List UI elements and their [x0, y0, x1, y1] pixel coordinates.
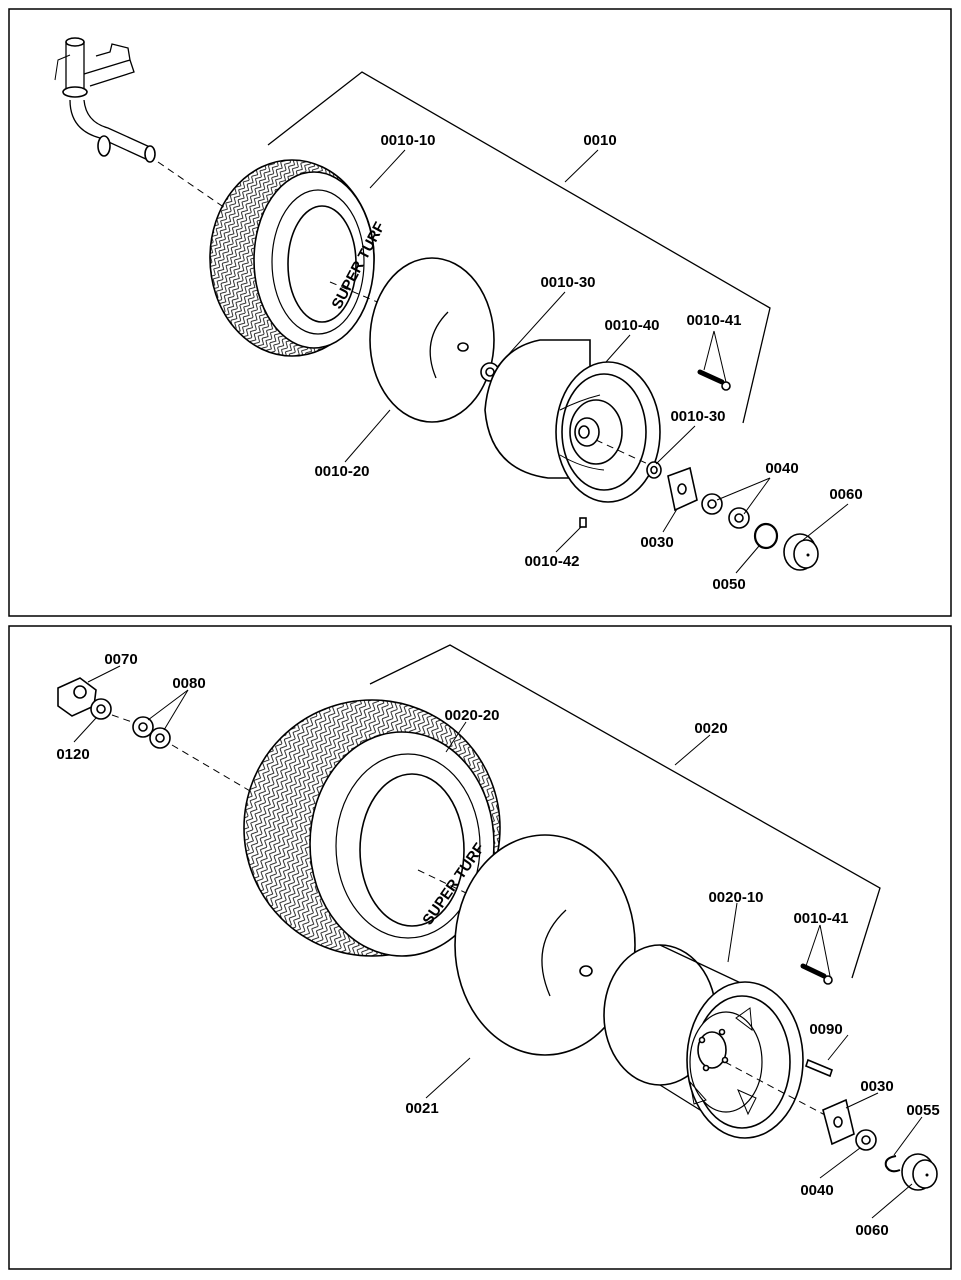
labels-panel-1: 0010-10 0010 0010-30 0010-40 0010-41 001… [314, 132, 862, 593]
label-0030: 0030 [860, 1078, 893, 1095]
label-0010-40: 0010-40 [604, 317, 659, 334]
label-0010-42: 0010-42 [524, 553, 579, 570]
grease-nipple [579, 517, 587, 528]
front-bearing-outer [646, 461, 662, 479]
axle-centerline [157, 161, 226, 209]
rear-tire: SUPER TURF [243, 699, 501, 957]
front-circlip [753, 522, 779, 550]
label-0055: 0055 [906, 1102, 939, 1119]
rear-spacer-washers [132, 716, 171, 749]
label-0090: 0090 [809, 1021, 842, 1038]
label-0020-20: 0020-20 [444, 707, 499, 724]
spindle-axle [54, 37, 156, 163]
rear-drive-key [805, 1058, 833, 1078]
tube-valve [579, 965, 593, 977]
label-0030: 0030 [640, 534, 673, 551]
label-0040: 0040 [800, 1182, 833, 1199]
label-0010-20: 0010-20 [314, 463, 369, 480]
label-0010-10: 0010-10 [380, 132, 435, 149]
label-0080: 0080 [172, 675, 205, 692]
label-0120: 0120 [56, 746, 89, 763]
assembly-bracket-0020 [369, 644, 881, 979]
front-spacer-plate [667, 466, 698, 512]
front-hub-cap [783, 533, 819, 571]
rear-spacer-plate [822, 1098, 855, 1146]
label-0060: 0060 [855, 1222, 888, 1239]
front-washers [701, 493, 750, 529]
panel-rear-wheel: SUPER TURF [8, 625, 952, 1270]
label-0010-41: 0010-41 [686, 312, 741, 329]
rear-e-clip [884, 1155, 901, 1173]
front-inner-tube [369, 257, 495, 423]
rear-inner-tube [454, 834, 636, 1056]
leader-lines [344, 149, 849, 574]
label-0010-30-inner: 0010-30 [540, 274, 595, 291]
front-valve-stem [697, 369, 731, 391]
label-0020-10: 0020-10 [708, 889, 763, 906]
label-0021: 0021 [405, 1100, 438, 1117]
leader-lines [73, 665, 923, 1219]
label-0010-41: 0010-41 [793, 910, 848, 927]
label-0070: 0070 [104, 651, 137, 668]
label-0060: 0060 [829, 486, 862, 503]
rear-hub-cap [901, 1153, 938, 1191]
label-0050: 0050 [712, 576, 745, 593]
panel-front-wheel: SUPER TURF [8, 8, 952, 617]
label-0020: 0020 [694, 720, 727, 737]
front-rim [484, 339, 661, 503]
tube-valve [457, 342, 469, 352]
rear-bracket-washer [90, 698, 112, 720]
label-0040: 0040 [765, 460, 798, 477]
rear-washer [855, 1129, 877, 1151]
label-0010-30-outer: 0010-30 [670, 408, 725, 425]
assembly-bracket-0010 [267, 71, 771, 424]
wheel-centerline [329, 281, 421, 321]
labels-panel-2: 0070 0080 0120 0020-20 0020 0020-10 0010… [56, 651, 939, 1239]
label-0010: 0010 [583, 132, 616, 149]
rear-valve-stem [800, 963, 833, 985]
